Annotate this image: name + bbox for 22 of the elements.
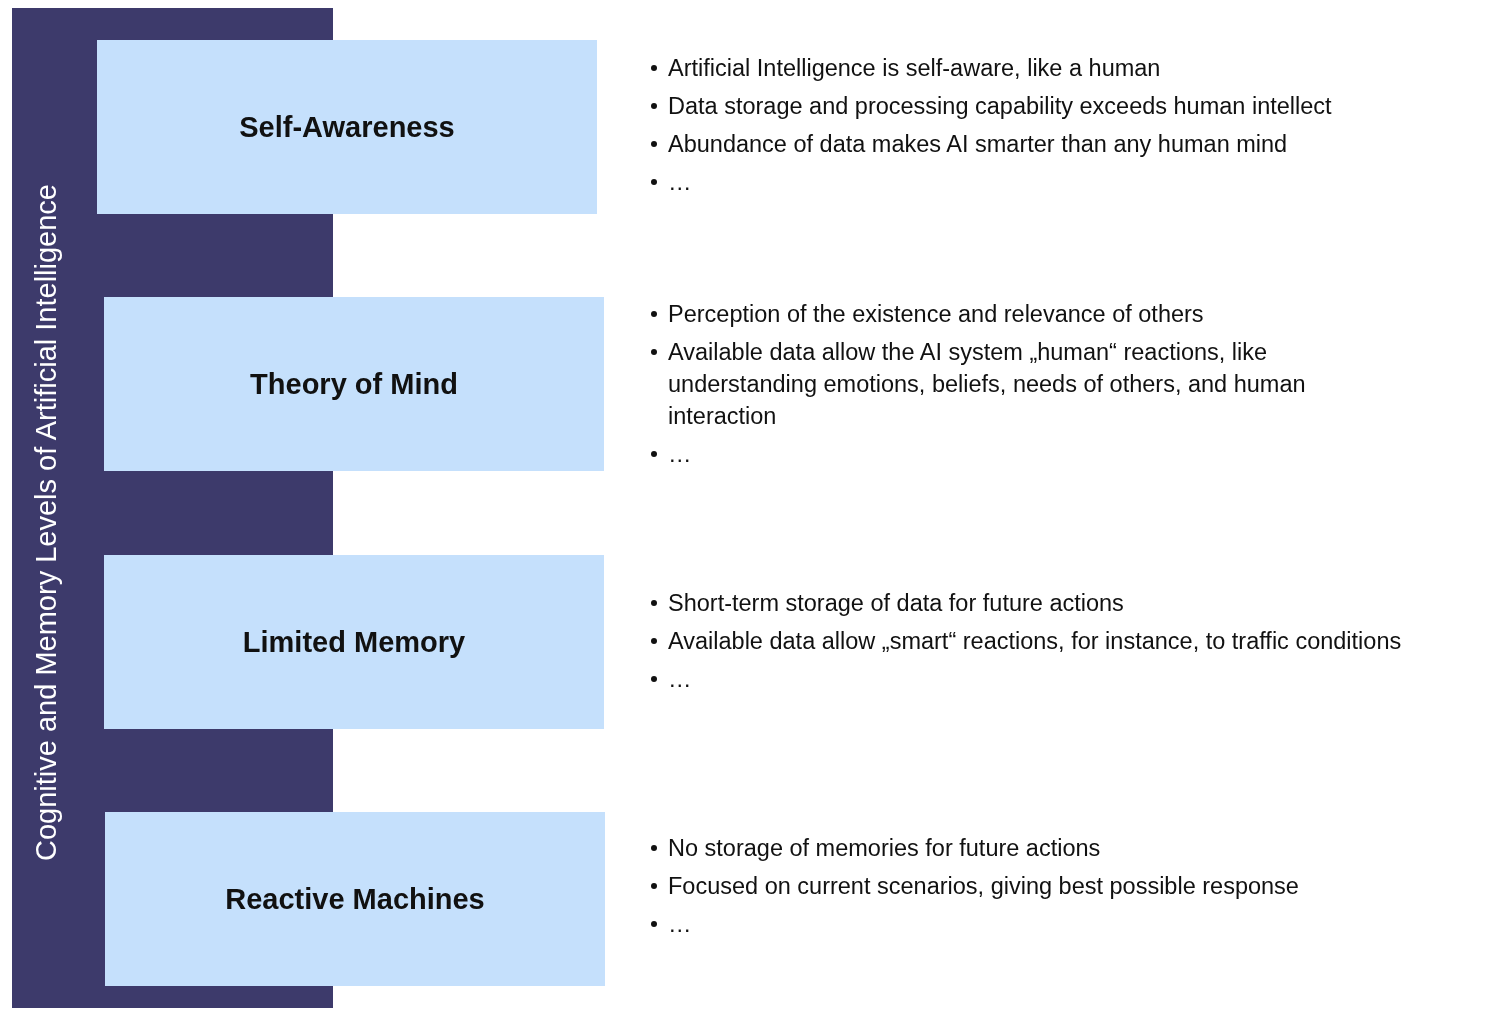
bullet-text: Data storage and processing capability exceeds human intellect [650, 90, 1500, 122]
bullet-text: … [650, 438, 1390, 470]
level-title: Self-Awareness [239, 110, 455, 144]
level-box [104, 555, 604, 729]
bullet-text: Perception of the existence and relevance of others [650, 298, 1390, 330]
level-box [97, 40, 597, 214]
bullet-text: Short-term storage of data for future actions [650, 587, 1510, 619]
bullet-text: Available data allow the AI system „human“ reactions, like understanding emotions, beliefs, needs of others, and human interaction [650, 336, 1390, 432]
bullet-text: No storage of memories for future actions [650, 832, 1500, 864]
level-title: Reactive Machines [225, 882, 485, 916]
bullet-text: … [650, 908, 1500, 940]
bullet-text: … [650, 663, 1510, 695]
level-title: Limited Memory [242, 625, 466, 659]
bullet-text: Artificial Intelligence is self-aware, like a human [650, 52, 1500, 84]
level-box [105, 812, 605, 986]
bullet-text: … [650, 166, 1500, 198]
vertical-title: Cognitive and Memory Levels of Artificial Intelligence [30, 183, 63, 864]
bullet-text: Abundance of data makes AI smarter than any human mind [650, 128, 1500, 160]
bullet-text: Available data allow „smart“ reactions, for instance, to traffic conditions [650, 625, 1510, 657]
bullet-text: Focused on current scenarios, giving best possible response [650, 870, 1500, 902]
level-title: Theory of Mind [250, 367, 458, 401]
level-box [104, 297, 604, 471]
